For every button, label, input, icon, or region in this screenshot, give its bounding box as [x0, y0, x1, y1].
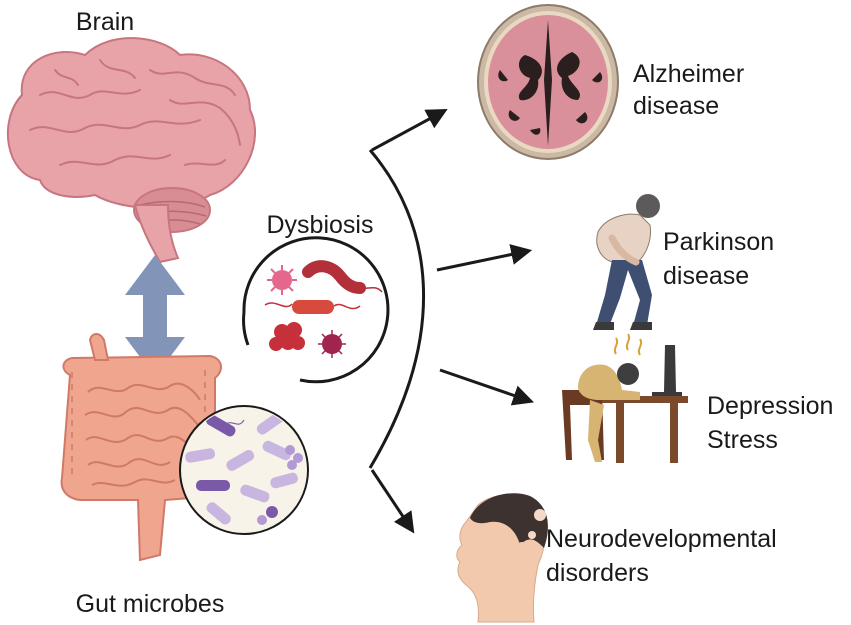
bracket-arc: [368, 149, 426, 469]
gut-bacteria-magnifier: [179, 405, 309, 535]
alzheimer-line2: disease: [633, 92, 719, 120]
person-head-on-desk-icon: [562, 333, 688, 463]
coccus-cluster-icon: [269, 322, 305, 351]
neurodevelopmental-line1: Neurodevelopmental: [546, 525, 777, 553]
rod-bacterium-icon: [264, 300, 361, 314]
dysbiosis-microbes: [242, 236, 390, 384]
arrow-depression: [439, 368, 534, 406]
spiky-coccus-icon: [318, 330, 346, 358]
outcome-arrows: [368, 108, 534, 534]
depression-line2: Stress: [707, 426, 778, 454]
parkinson-line2: disease: [663, 262, 749, 290]
atrophied-brain-scan-icon: [477, 4, 619, 160]
stooped-elderly-person-icon: [593, 194, 660, 330]
virus-icon: [267, 265, 297, 295]
parkinson-label: Parkinson disease: [663, 228, 781, 290]
parkinson-line1: Parkinson: [663, 228, 774, 256]
brain-label: Brain: [76, 8, 134, 36]
neurodevelopmental-line2: disorders: [546, 559, 649, 587]
gut-microbes-label: Gut microbes: [76, 590, 225, 618]
arrow-parkinson: [436, 244, 533, 272]
depression-line1: Depression: [707, 392, 833, 420]
curved-bacterium-icon: [302, 260, 383, 294]
alzheimer-line1: Alzheimer: [633, 60, 744, 88]
child-head-profile-icon: [456, 493, 548, 623]
brain-illustration: [6, 37, 256, 264]
arrow-neurodevelopmental: [370, 469, 415, 534]
bidirectional-arrow-icon: [125, 255, 185, 377]
arrow-alzheimer: [371, 108, 448, 152]
neurodevelopmental-label: Neurodevelopmental disorders: [546, 525, 784, 587]
depression-label: Depression Stress: [707, 392, 840, 454]
alzheimer-label: Alzheimer disease: [633, 60, 751, 120]
dysbiosis-label: Dysbiosis: [267, 211, 374, 239]
